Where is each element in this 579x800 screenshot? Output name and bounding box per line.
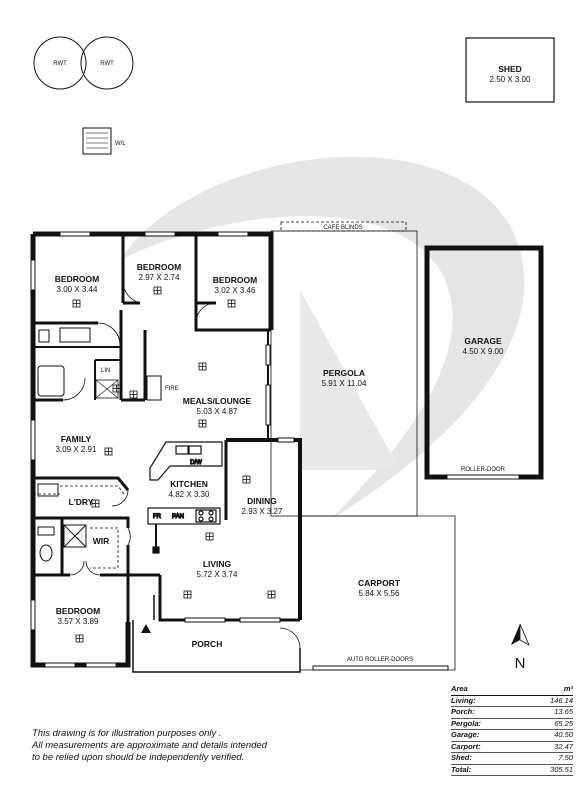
rainwater-tanks: RWT RWT (33, 36, 134, 90)
pan-label: PAN (172, 514, 184, 520)
carport-dim: 5.84 X 5.56 (359, 589, 400, 598)
disclaimer-line: This drawing is for illustration purpose… (32, 728, 222, 739)
area-row: Pergola: 65.25 (451, 718, 573, 730)
bedroom-2-dim: 2.97 X 2.74 (139, 273, 180, 282)
area-row-value: 32.47 (554, 741, 573, 751)
area-header-unit: m² (563, 684, 573, 693)
area-row-label: Total: (451, 764, 472, 774)
porch-name: PORCH (192, 639, 223, 649)
area-row-value: 40.50 (554, 730, 573, 739)
fire-label: FIRE (165, 386, 179, 392)
kitchen-name: KITCHEN (170, 479, 208, 489)
kitchen-bench: D/W FR PAN (147, 441, 223, 554)
area-row-value: 65.25 (554, 718, 573, 728)
shed: SHED 2.50 X 3.00 (465, 37, 555, 103)
area-row-total: Total: 305.51 (451, 764, 573, 776)
pergola-name: PERGOLA (323, 368, 365, 378)
disclaimer: This drawing is for illustration purpose… (32, 728, 292, 764)
garage: ROLLER-DOOR GARAGE 4.50 X 9.00 (424, 245, 544, 480)
room-labels: BEDROOM 3.00 X 3.44 BEDROOM 2.97 X 2.74 … (55, 262, 283, 649)
kitchen-dim: 4.82 X 3.30 (169, 490, 210, 499)
fireplace: FIRE (146, 375, 179, 401)
area-row: Carport: 32.47 (451, 741, 573, 753)
bedroom-4-name: BEDROOM (56, 606, 100, 616)
area-row-value: 305.51 (550, 764, 573, 774)
pergola-dim: 5.91 X 11.04 (322, 379, 367, 388)
dashed-shelves (33, 485, 125, 569)
family-dim: 3.09 X 2.91 (56, 445, 97, 454)
living-name: LIVING (203, 559, 232, 569)
meals-lounge-dim: 5.03 X 4.87 (197, 407, 238, 416)
washing-line: W/L (82, 127, 126, 155)
bedroom-3-dim: 3.02 X 3.46 (215, 286, 256, 295)
light-fixtures (72, 286, 276, 643)
bedroom-3-name: BEDROOM (213, 275, 257, 285)
area-row: Living: 146.14 (451, 695, 573, 707)
garage-dim: 4.50 X 9.00 (463, 347, 504, 356)
area-row: Porch: 13.65 (451, 707, 573, 719)
area-row: Shed: 7.50 (451, 753, 573, 765)
area-schedule-header: Area m² (451, 684, 573, 696)
shed-name: SHED (498, 64, 522, 74)
bedroom-1-dim: 3.00 X 3.44 (57, 285, 98, 294)
shed-dim: 2.50 X 3.00 (490, 75, 531, 84)
cafe-blinds-label: CAFE BLINDS (323, 225, 362, 231)
garage-roller-door-label: ROLLER-DOOR (461, 467, 506, 473)
carport-roller-doors-label: AUTO ROLLER-DOORS (347, 657, 413, 663)
windows (30, 231, 295, 668)
north-label: N (515, 655, 526, 672)
doors (62, 284, 301, 649)
wir-name: WIR (93, 536, 110, 546)
area-header-label: Area (451, 684, 468, 693)
disclaimer-line: All measurements are approximate and det… (32, 740, 267, 751)
watermark-logo (120, 156, 525, 520)
area-row: Garage: 40.50 (451, 730, 573, 742)
linen-cupboard: LIN (95, 368, 119, 399)
area-row-value: 7.50 (558, 753, 573, 762)
carport-name: CARPORT (358, 578, 401, 588)
bedroom-2-name: BEDROOM (137, 262, 181, 272)
area-row-label: Carport: (451, 741, 481, 751)
area-row-label: Shed: (451, 753, 472, 762)
bathroom-fixtures (37, 327, 91, 562)
area-row-label: Garage: (451, 730, 480, 739)
entry-arrow-icon (141, 624, 151, 633)
fr-label: FR (153, 514, 162, 520)
area-row-label: Pergola: (451, 718, 482, 728)
living-dim: 5.72 X 3.74 (197, 570, 238, 579)
dw-label: D/W (190, 460, 202, 466)
wl-label: W/L (115, 141, 126, 147)
garage-name: GARAGE (464, 336, 502, 346)
area-row-value: 146.14 (550, 695, 573, 705)
area-row-value: 13.65 (554, 707, 573, 716)
dining-name: DINING (247, 496, 277, 506)
area-row-label: Porch: (451, 707, 475, 716)
disclaimer-line: to be relied upon should be independentl… (32, 752, 245, 763)
lin-label: LIN (101, 368, 110, 374)
carport: AUTO ROLLER-DOORS CARPORT 5.84 X 5.56 (299, 515, 456, 671)
rwt-label-2: RWT (100, 61, 114, 67)
dining-dim: 2.93 X 3.27 (242, 507, 283, 516)
family-name: FAMILY (61, 434, 92, 444)
rwt-label-1: RWT (53, 61, 67, 67)
laundry-name: L'DRY (69, 497, 94, 507)
bedroom-1-name: BEDROOM (55, 274, 99, 284)
area-schedule: Area m² Living: 146.14 Porch: 13.65 Perg… (451, 684, 573, 776)
meals-lounge-name: MEALS/LOUNGE (183, 396, 252, 406)
area-row-label: Living: (451, 695, 476, 705)
north-arrow-icon: N (511, 623, 530, 672)
bedroom-4-dim: 3.57 X 3.89 (58, 617, 99, 626)
